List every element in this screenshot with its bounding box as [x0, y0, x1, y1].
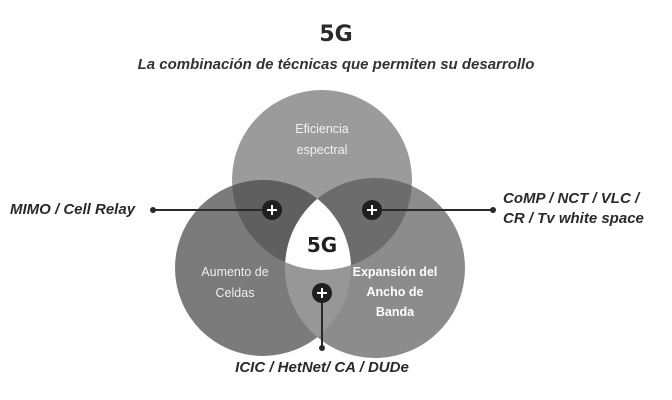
circle-label-eficiencia: Eficiencia espectral [262, 119, 382, 161]
circle-label-eficiencia-line1: Eficiencia [295, 122, 349, 136]
diagram-title: 5G [319, 22, 353, 47]
center-intersection [285, 180, 351, 270]
center-label: 5G [307, 233, 337, 257]
callout-bottom: ICIC / HetNet/ CA / DUDe [235, 359, 409, 376]
circle-label-eficiencia-line2: espectral [296, 143, 348, 157]
plus-marker-right [362, 200, 382, 220]
callout-right-line1: CoMP / NCT / VLC / [503, 190, 640, 207]
circle-label-expansion-line1: Expansión del [352, 265, 438, 279]
circle-label-expansion-line3: Banda [375, 305, 415, 319]
circle-label-expansion-line2: Ancho de [366, 285, 424, 299]
plus-marker-left [262, 200, 282, 220]
plus-marker-bottom [312, 283, 332, 303]
circle-label-aumento: Aumento de Celdas [180, 262, 290, 304]
connector-right-end [490, 207, 496, 213]
circle-label-expansion: Expansión del Ancho de Banda [335, 262, 455, 322]
callout-right-line2: CR / Tv white space [503, 210, 644, 227]
callout-left: MIMO / Cell Relay [10, 201, 136, 218]
circle-label-aumento-line2: Celdas [215, 286, 255, 300]
circle-label-aumento-line1: Aumento de [201, 265, 269, 279]
diagram-subtitle: La combinación de técnicas que permiten … [137, 56, 535, 73]
connector-left-end [150, 207, 156, 213]
callout-right: CoMP / NCT / VLC / CR / Tv white space [503, 189, 644, 229]
connector-bottom-end [319, 345, 325, 351]
